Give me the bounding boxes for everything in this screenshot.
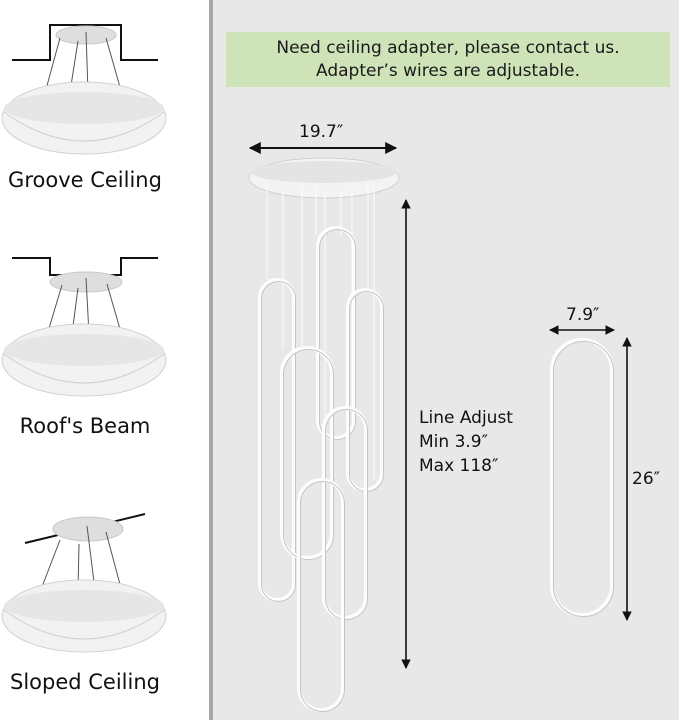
mount-option-groove-ceiling: Groove Ceiling bbox=[0, 0, 210, 200]
ring-height-label: 26″ bbox=[632, 469, 660, 489]
single-ring bbox=[550, 338, 614, 617]
line-adjust-info: Line Adjust Min 3.9″ Max 118″ bbox=[419, 406, 513, 478]
sloped-ceiling-icon bbox=[1, 513, 167, 653]
panel-divider bbox=[209, 0, 213, 720]
notice-line-2: Adapter’s wires are adjustable. bbox=[316, 60, 580, 81]
mount-option-roofs-beam: Roof's Beam bbox=[0, 240, 210, 450]
pendant-rings bbox=[258, 226, 384, 712]
mount-option-sloped-ceiling: Sloped Ceiling bbox=[0, 500, 210, 720]
groove-ceiling-icon bbox=[1, 24, 167, 155]
dimensions-panel bbox=[213, 0, 679, 720]
line-adjust-max: Max 118″ bbox=[419, 456, 499, 476]
ring-width-label: 7.9″ bbox=[566, 305, 600, 325]
mounting-options-panel: Groove Ceiling Roof's Beam bbox=[0, 0, 210, 720]
roof-beam-icon bbox=[1, 257, 167, 397]
mount-label: Sloped Ceiling bbox=[10, 670, 160, 694]
canopy-disc bbox=[248, 157, 400, 199]
line-adjust-min: Min 3.9″ bbox=[419, 432, 488, 452]
notice-line-1: Need ceiling adapter, please contact us. bbox=[276, 37, 620, 58]
line-adjust-title: Line Adjust bbox=[419, 408, 513, 428]
mount-label: Groove Ceiling bbox=[8, 168, 162, 192]
mount-label: Roof's Beam bbox=[19, 414, 151, 438]
canopy-diameter-label: 19.7″ bbox=[299, 122, 344, 142]
ceiling-adapter-notice: Need ceiling adapter, please contact us.… bbox=[226, 32, 670, 87]
